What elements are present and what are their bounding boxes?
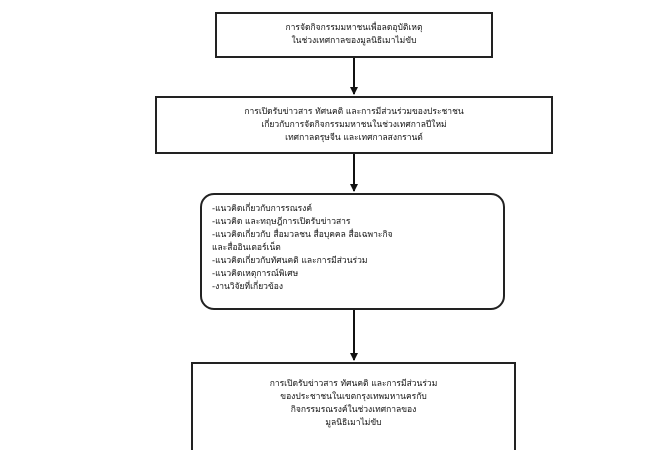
concept-item-3: -แนวคิดเกี่ยวกับ สื่อมวลชน สื่อบุคคล สื่… [212,230,393,240]
flowchart-box-output-document: การเปิดรับข่าวสาร ทัศนคติ และการมีส่วนร่… [191,362,516,450]
box4-line-3: กิจกรรมรณรงค์ในช่วงเทศกาลของ [290,405,417,415]
box2-line-3: เทศกาลตรุษจีน และเทศกาลสงกรานต์ [285,132,423,143]
flowchart-box-campaign: การจัดกิจกรรมมหาชนเพื่อลดอุบัติเหตุ ในช่… [215,12,493,58]
flowchart-box-concepts: -แนวคิดเกี่ยวกับการรณรงค์ -แนวคิด และทฤษ… [200,193,505,310]
concept-item-6: -งานวิจัยที่เกี่ยวข้อง [212,282,284,292]
concept-item-2: -แนวคิด และทฤษฎีการเปิดรับข่าวสาร [212,217,351,227]
box4-line-4: มูลนิธิเมาไม่ขับ [325,418,382,428]
box1-line-1: การจัดกิจกรรมมหาชนเพื่อลดอุบัติเหตุ [285,23,423,33]
flowchart-box-research-topic: การเปิดรับข่าวสาร ทัศนคติ และการมีส่วนร่… [155,96,553,154]
box1-line-2: ในช่วงเทศกาลของมูลนิธิเมาไม่ขับ [291,36,417,46]
concept-item-5: -แนวคิดเหตุการณ์พิเศษ [212,269,299,279]
box4-line-2: ของประชาชนในเขตกรุงเทพมหานครกับ [280,392,427,402]
box2-line-1: การเปิดรับข่าวสาร ทัศนคติ และการมีส่วนร่… [244,106,464,117]
concept-item-3-cont: และสื่ออินเตอร์เน็ต [212,243,281,253]
concept-item-1: -แนวคิดเกี่ยวกับการรณรงค์ [212,204,313,214]
concept-item-4: -แนวคิดเกี่ยวกับทัศนคติ และการมีส่วนร่วม [212,256,368,266]
box4-line-1: การเปิดรับข่าวสาร ทัศนคติ และการมีส่วนร่… [269,379,438,389]
box2-line-2: เกี่ยวกับการจัดกิจกรรมมหาชนในช่วงเทศกาลป… [261,119,447,130]
